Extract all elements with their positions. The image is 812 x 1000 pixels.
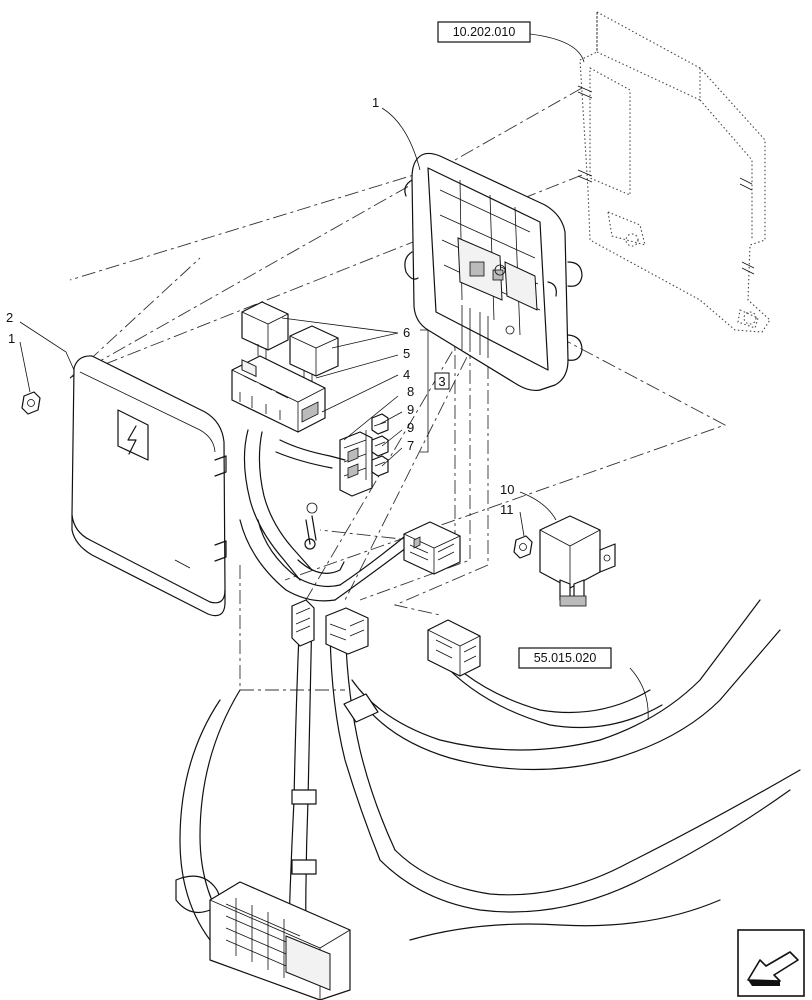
- callout-5: 5: [403, 346, 410, 361]
- harness-plug-left: [291, 599, 315, 647]
- callout-3-box: [434, 372, 450, 390]
- ref-text-harness: 55.015.020: [534, 651, 597, 665]
- callout-6: 6: [403, 325, 410, 340]
- callout-labels: 1 2 1 6 5 4 8 9 9 7 3 10 11: [6, 95, 514, 517]
- fuse-holder-small: [339, 431, 373, 497]
- main-harness: [175, 599, 801, 961]
- fuse-box-cover: [71, 355, 227, 617]
- callout-9a: 9: [407, 402, 414, 417]
- alignment-lines: [69, 87, 727, 691]
- ref-box-harness[interactable]: 55.015.020: [518, 647, 612, 669]
- relay-harness: [239, 429, 411, 602]
- ref-box-top[interactable]: 10.202.010: [437, 21, 531, 43]
- callout-7: 7: [407, 438, 414, 453]
- previous-page-arrow-icon[interactable]: [737, 929, 805, 997]
- ref-text-top: 10.202.010: [453, 25, 516, 39]
- callout-9b: 9: [407, 420, 414, 435]
- fuse-9a: [371, 435, 389, 457]
- callout-1-left: 1: [8, 331, 15, 346]
- mounting-bracket: [577, 11, 771, 333]
- relay-socket-block: [231, 355, 326, 433]
- fuse-box-base: [404, 152, 583, 392]
- callout-11: 11: [500, 502, 514, 517]
- lightning-bolt-icon: [127, 425, 137, 455]
- harness-connector: [403, 521, 461, 575]
- nut-left: [21, 391, 41, 415]
- harness-plug-right: [427, 619, 481, 677]
- callout-2: 2: [6, 310, 13, 325]
- callout-8: 8: [407, 384, 414, 399]
- callout-3: 3: [438, 374, 445, 389]
- callout-4: 4: [403, 367, 410, 382]
- callout-1-top: 1: [372, 95, 379, 110]
- ecu-connector-block: [209, 881, 351, 1000]
- harness-plug-middle: [325, 607, 369, 655]
- relay-left: [241, 301, 289, 360]
- nut-timer-relay: [513, 535, 533, 559]
- leader-lines: [19, 33, 649, 721]
- timer-relay: [539, 515, 616, 607]
- fuse-9b: [371, 455, 389, 477]
- callout-10: 10: [500, 482, 514, 497]
